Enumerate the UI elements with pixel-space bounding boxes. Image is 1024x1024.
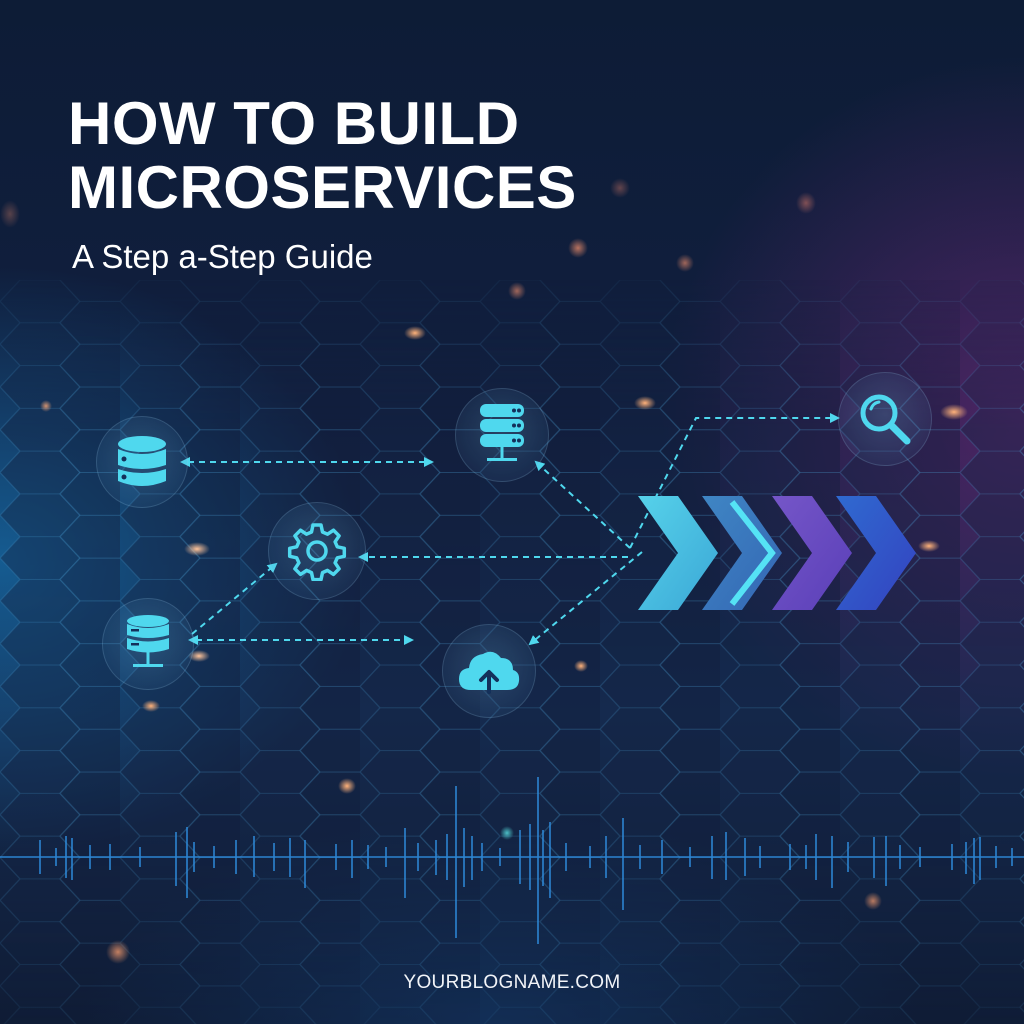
process-chevrons — [638, 496, 916, 610]
gear-icon — [287, 523, 347, 581]
title-line-1: HOW TO BUILD — [68, 90, 520, 157]
cloud-upload-icon — [459, 651, 520, 694]
server-icon — [127, 615, 169, 667]
subtitle: A Step a-Step Guide — [72, 238, 373, 275]
page-title: HOW TO BUILD MICROSERVICES — [68, 92, 577, 220]
server-node-bottom — [102, 598, 194, 690]
magnifier-icon — [860, 394, 911, 445]
database-icon — [118, 436, 166, 486]
server-node-top — [455, 388, 549, 482]
search-node — [838, 372, 932, 466]
audio-waveform — [0, 777, 1024, 944]
cloud-upload-node — [442, 624, 536, 718]
database-node — [96, 416, 188, 508]
server-icon — [480, 404, 524, 461]
settings-node — [268, 502, 366, 600]
blog-url: YOURBLOGNAME.COM — [403, 972, 621, 993]
title-line-2: MICROSERVICES — [68, 154, 577, 221]
